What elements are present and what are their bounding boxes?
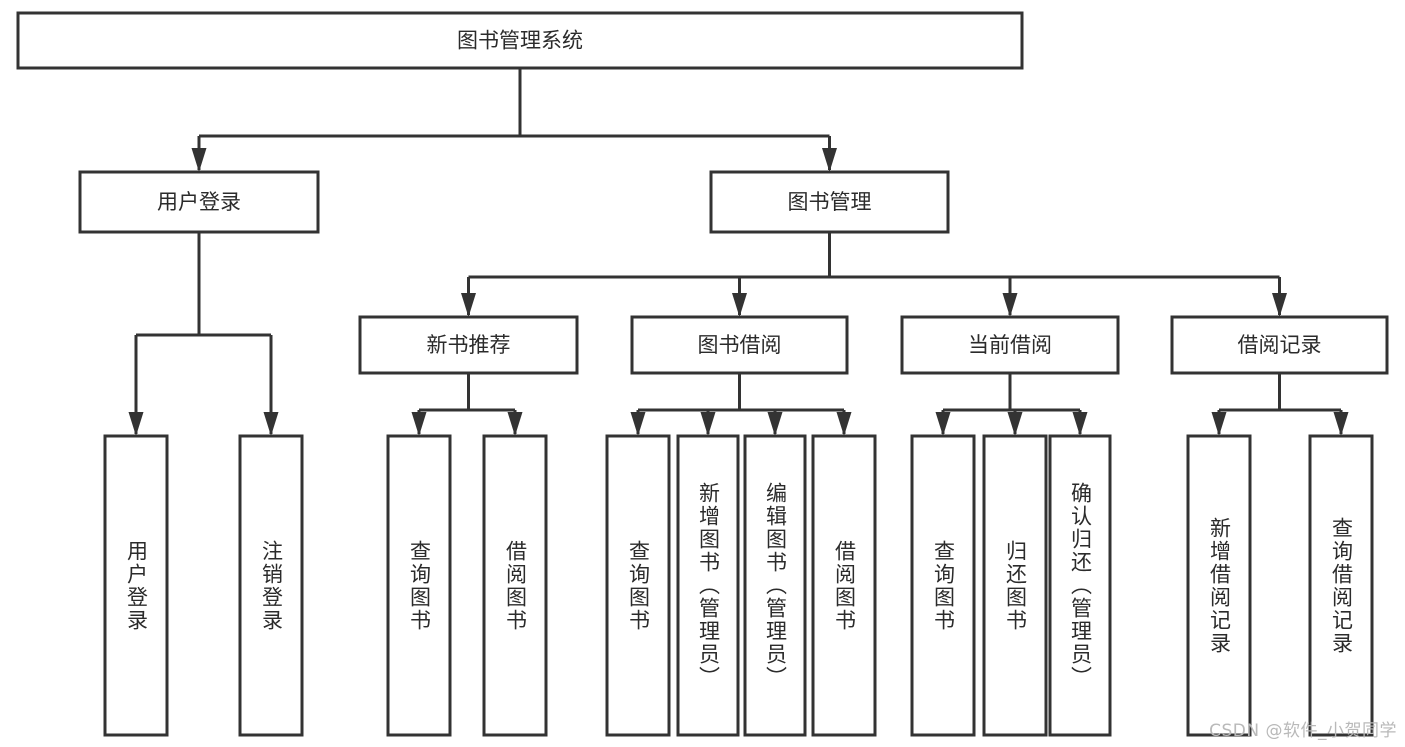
arrow-head-icon-userlogin-1 (263, 412, 279, 436)
root-node-box[interactable] (16, 11, 1024, 70)
arrow-head-icon-newbook-1 (507, 412, 523, 436)
leaf-node-box-6[interactable] (743, 434, 807, 737)
connectors-layer (128, 68, 1349, 436)
level2-node-label-1: 图书管理 (788, 190, 872, 214)
arrow-head-icon-records-0 (1211, 412, 1227, 436)
level3-node-box-2[interactable] (900, 315, 1120, 375)
level3-node-label-0: 新书推荐 (427, 333, 511, 357)
arrow-head-icon-borrow-1 (700, 412, 716, 436)
leaf-node-box-2[interactable] (386, 434, 452, 737)
boxes-layer (16, 11, 1389, 737)
arrow-head-icon-current-0 (935, 412, 951, 436)
level2-node-box-1[interactable] (709, 170, 950, 234)
leaf-node-box-11[interactable] (1186, 434, 1252, 737)
leaf-node-box-1[interactable] (238, 434, 304, 737)
arrow-head-icon-level2-1 (822, 148, 837, 172)
level3-node-box-1[interactable] (630, 315, 849, 375)
level3-node-box-3[interactable] (1170, 315, 1389, 375)
arrow-head-icon-userlogin-0 (128, 412, 144, 436)
leaf-node-box-8[interactable] (910, 434, 976, 737)
level2-node-box-0[interactable] (78, 170, 320, 234)
arrow-head-icon-level2-0 (191, 148, 207, 172)
arrow-head-icon-current-2 (1072, 412, 1088, 436)
leaf-node-box-10[interactable] (1048, 434, 1112, 737)
level3-node-box-0[interactable] (358, 315, 579, 375)
leaf-node-box-3[interactable] (482, 434, 548, 737)
arrow-head-icon-level3-3 (1272, 293, 1287, 317)
leaf-node-box-5[interactable] (676, 434, 740, 737)
level3-node-label-2: 当前借阅 (968, 333, 1052, 357)
arrow-head-icon-borrow-0 (630, 412, 646, 436)
csdn-watermark: CSDN @软件_小贺同学 (1209, 721, 1397, 741)
level2-node-label-0: 用户登录 (157, 190, 241, 214)
leaf-node-box-12[interactable] (1308, 434, 1374, 737)
leaf-node-box-9[interactable] (982, 434, 1048, 737)
root-node-label: 图书管理系统 (457, 29, 583, 53)
arrow-head-icon-level3-1 (732, 293, 747, 317)
arrow-head-icon-current-1 (1007, 412, 1023, 436)
arrow-head-icon-borrow-2 (767, 412, 783, 436)
level3-node-label-3: 借阅记录 (1238, 333, 1322, 357)
leaf-node-box-7[interactable] (811, 434, 877, 737)
level3-node-label-1: 图书借阅 (698, 333, 782, 357)
arrow-head-icon-records-1 (1333, 412, 1349, 436)
arrow-head-icon-borrow-3 (836, 412, 852, 436)
arrow-head-icon-level3-0 (461, 293, 476, 317)
leaf-node-box-0[interactable] (103, 434, 169, 737)
arrow-head-icon-level3-2 (1002, 293, 1018, 317)
arrow-head-icon-newbook-0 (411, 412, 427, 436)
leaf-node-box-4[interactable] (605, 434, 671, 737)
